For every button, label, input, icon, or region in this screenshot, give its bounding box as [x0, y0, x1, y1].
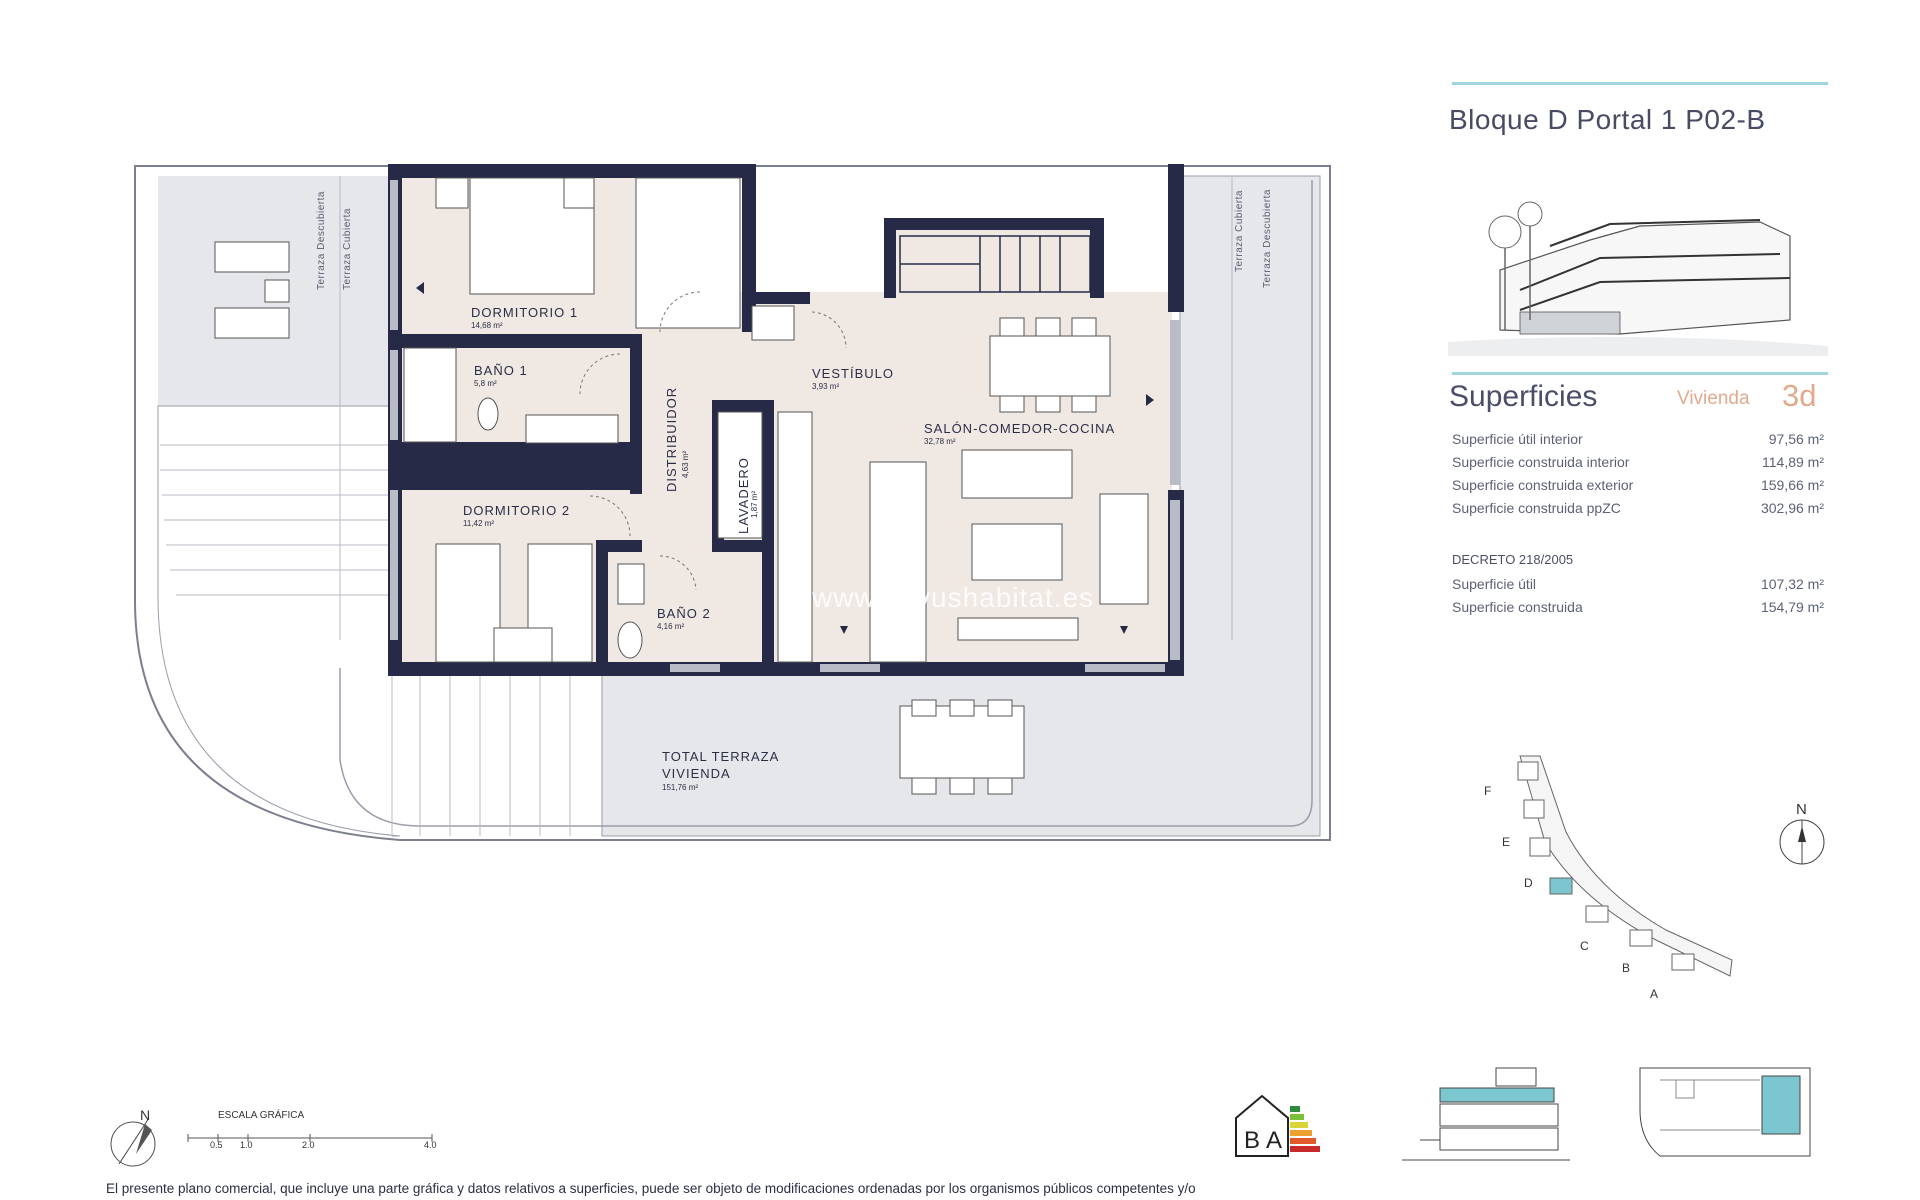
room-vestibulo-name: VESTÍBULO — [812, 366, 894, 381]
superficie-row: Superficie construida interior 114,89 m² — [1452, 454, 1824, 470]
room-distribuidor-name: DISTRIBUIDOR — [664, 387, 679, 492]
page-title: Bloque D Portal 1 P02-B — [1449, 104, 1766, 135]
site-plan-block-labels: F E D C B A — [1484, 784, 1658, 1001]
header-accent-line — [1452, 82, 1828, 85]
compass-icon — [110, 1117, 156, 1167]
terrace-inner-curve — [339, 180, 1313, 827]
room-bano-2-name: BAÑO 2 — [657, 606, 711, 621]
room-salon-name: SALÓN-COMEDOR-COCINA — [924, 421, 1115, 436]
site-plan-block-label: D — [1524, 876, 1533, 890]
room-dormitorio-2-name: DORMITORIO 2 — [463, 503, 570, 518]
superficie-row-label: Superficie construida exterior — [1452, 477, 1634, 493]
room-bano-2-area: 4,16 m² — [657, 622, 684, 631]
superficie-row-value: 114,89 m² — [1762, 454, 1824, 470]
site-plan-block-label: F — [1484, 784, 1491, 798]
scale-tick-label: 1.0 — [240, 1140, 253, 1150]
site-plan-block-label: A — [1650, 987, 1658, 1001]
scale-bar — [187, 1134, 433, 1142]
sun-loungers — [214, 241, 290, 339]
door-swings — [579, 291, 847, 591]
room-terraza-name-2: VIVIENDA — [662, 766, 731, 781]
room-salon-area: 32,78 m² — [924, 437, 956, 446]
scale-tick-labels: 0.5 1.0 2.0 4.0 — [210, 1140, 437, 1150]
watermark: www.novushabitat.es — [812, 582, 1095, 613]
compass-north: N — [140, 1107, 150, 1123]
room-vestibulo-area: 3,93 m² — [812, 382, 839, 391]
vivienda-label: Vivienda — [1677, 388, 1750, 409]
superficie-row: Superficie útil interior 97,56 m² — [1452, 431, 1824, 447]
site-plan-block-label: E — [1502, 835, 1510, 849]
energy-rating-badge — [1235, 1094, 1320, 1157]
terrace-stripes — [160, 444, 571, 836]
site-plan-north: N — [1796, 801, 1807, 818]
scale-tick-label: 0.5 — [210, 1140, 223, 1150]
superficie-row-value: 302,96 m² — [1760, 500, 1824, 516]
section-separator — [1452, 372, 1828, 375]
superficie-row: Superficie construida ppZC 302,96 m² — [1452, 500, 1824, 516]
superficie-row-label: Superficie construida interior — [1452, 454, 1630, 470]
label-terraza-descubierta-left: Terraza Descubierta — [316, 191, 327, 290]
decreto-row-value: 107,32 m² — [1760, 576, 1824, 592]
scale-title: ESCALA GRÁFICA — [218, 1108, 304, 1121]
label-terraza-cubierta-left: Terraza Cubierta — [342, 208, 353, 290]
room-terraza-area: 151,76 m² — [662, 783, 698, 792]
room-terraza-name-1: TOTAL TERRAZA — [662, 749, 779, 764]
building-sketch-image — [1448, 201, 1828, 356]
scale-tick-label: 4.0 — [424, 1140, 437, 1150]
label-terraza-cubierta-right: Terraza Cubierta — [1234, 190, 1245, 272]
vivienda-number: 3d — [1782, 378, 1817, 413]
superficie-row-label: Superficie construida ppZC — [1452, 500, 1621, 516]
superficies-heading: Superficies — [1449, 380, 1598, 413]
footprint-thumbnail — [1639, 1067, 1811, 1157]
decreto-row: Superficie construida 154,79 m² — [1452, 599, 1824, 615]
site-plan-block-label: B — [1622, 961, 1630, 975]
room-bano-1-name: BAÑO 1 — [474, 363, 528, 378]
footer-disclaimer: El presente plano comercial, que incluye… — [106, 1181, 1196, 1196]
site-plan-block-label: C — [1580, 939, 1589, 953]
superficie-row-label: Superficie útil interior — [1452, 431, 1583, 447]
superficie-row-value: 97,56 m² — [1768, 431, 1824, 447]
furniture — [403, 177, 1149, 795]
room-dormitorio-1-area: 14,68 m² — [471, 321, 503, 330]
decreto-row-value: 154,79 m² — [1760, 599, 1824, 615]
superficie-row-value: 159,66 m² — [1760, 477, 1824, 493]
room-dormitorio-1-name: DORMITORIO 1 — [471, 305, 578, 320]
walls — [388, 164, 1184, 676]
site-plan-map — [1517, 755, 1825, 977]
superficie-row: Superficie construida exterior 159,66 m² — [1452, 477, 1824, 493]
label-terraza-descubierta-right: Terraza Descubierta — [1262, 189, 1273, 288]
energy-label-right: A — [1266, 1127, 1282, 1154]
energy-label-left: B — [1244, 1127, 1260, 1154]
room-dormitorio-2-area: 11,42 m² — [463, 519, 494, 528]
decreto-row: Superficie útil 107,32 m² — [1452, 576, 1824, 592]
elevation-thumbnail — [1402, 1067, 1570, 1161]
scale-tick-label: 2.0 — [302, 1140, 315, 1150]
room-bano-1-area: 5,8 m² — [474, 379, 497, 388]
room-lavadero-area: 1,87 m² — [750, 491, 759, 518]
windows — [390, 180, 1180, 672]
decreto-heading: DECRETO 218/2005 — [1452, 552, 1574, 567]
direction-arrows — [416, 282, 1154, 634]
decreto-row-label: Superficie útil — [1452, 576, 1537, 592]
room-distribuidor-area: 4,63 m² — [681, 451, 690, 478]
room-lavadero-name: LAVADERO — [736, 457, 751, 534]
stairs — [899, 235, 1091, 293]
decreto-row-label: Superficie construida — [1452, 599, 1583, 615]
